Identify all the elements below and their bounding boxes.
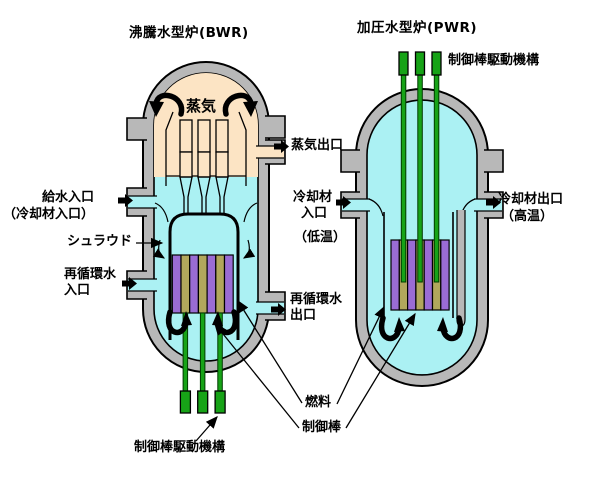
feedwater-guide [154, 202, 169, 223]
coolant-inlet-note: （低温） [294, 230, 347, 245]
pwr-control-rods [398, 51, 442, 283]
bwr-stub-upper-left [126, 117, 147, 141]
fuel-bar [223, 254, 234, 314]
crdm-cap [414, 51, 426, 76]
fuel-bar [423, 239, 434, 311]
bwr-reactor [126, 61, 286, 414]
fuel-bar [390, 239, 400, 311]
flow-label-arrows [118, 140, 501, 316]
fuel-bar [171, 254, 182, 314]
control-rod-pointer-right [345, 312, 416, 429]
fuel-bar [206, 254, 217, 314]
fuel-bar [407, 239, 417, 311]
shroud-wall [168, 212, 240, 340]
feedwater-label-2: （冷却材入口） [3, 207, 95, 222]
coolant-outlet-label: 冷却材出口 [498, 192, 564, 207]
pwr-stub-upper-left [340, 149, 360, 173]
pwr-reactor [340, 51, 504, 387]
recirc-inlet-label-2: 入口 [64, 283, 91, 298]
fuel-label: 燃料 [305, 395, 332, 410]
fuel-bar [440, 239, 450, 311]
bwr-control-rods [179, 312, 226, 414]
feedwater-guide [243, 202, 258, 223]
recirc-inlet-label-1: 再循環水 [64, 267, 117, 282]
bwr-title: 沸騰水型炉(BWR) [129, 25, 249, 41]
bwr-crdm-label: 制御棒駆動機構 [134, 440, 226, 455]
recirc-inlet-arrow-icon [122, 277, 137, 290]
control-rod-pointer-left [214, 322, 300, 429]
pwr-title: 加圧水型炉(PWR) [357, 20, 478, 36]
instrument-tube [456, 210, 466, 327]
bwr-core [171, 254, 234, 314]
steam-outlet-arrow-icon [274, 140, 289, 153]
fuel-pointer-left [237, 299, 303, 404]
crdm-cap [398, 51, 409, 76]
pwr-circulation-arrows [378, 315, 464, 342]
steam-dryer [165, 111, 247, 186]
recirc-outlet-label-1: 再循環水 [290, 292, 343, 307]
recirc-outlet-arrow-icon [271, 303, 286, 316]
steam-label: 蒸気 [186, 97, 217, 115]
pwr-stub-upper-right [484, 149, 504, 173]
coolant-outlet-arrow-icon [486, 196, 501, 209]
fuel-bar [189, 254, 199, 314]
inlet-guide [368, 198, 384, 217]
coolant-inlet-arrow-icon [336, 196, 351, 209]
feedwater-channel [128, 196, 157, 208]
crdm-cap [431, 51, 442, 76]
pwr-crdm-label: 制御棒駆動機構 [448, 53, 540, 68]
shroud-label: シュラウド [67, 234, 133, 249]
coolant-outlet-note: （高温） [501, 209, 554, 224]
recirc-outlet-label-2: 出口 [290, 308, 317, 323]
pointer-lines [136, 237, 416, 442]
control-bar [215, 254, 226, 314]
steam-swirl-arrows [149, 92, 258, 117]
coolant-inlet-label-2: 入口 [301, 206, 328, 221]
feedwater-label-1: 給水入口 [42, 190, 95, 205]
crdm-cap [179, 390, 192, 414]
control-bar [197, 254, 208, 314]
control-rod-label: 制御棒 [302, 420, 342, 435]
crdm-cap [197, 390, 209, 414]
steam-outlet-label: 蒸気出口 [291, 138, 344, 153]
crdm-pointer [195, 416, 218, 442]
feedwater-inlet-arrow-icon [118, 194, 133, 207]
fuel-pointer-right [336, 305, 385, 405]
downcomer-flow-arrow [242, 239, 256, 259]
recirc-inlet-channel [128, 279, 157, 291]
crdm-cap [214, 390, 226, 414]
coolant-inlet-label-1: 冷却材 [293, 190, 333, 205]
control-bar [180, 254, 191, 314]
bwr-stub-upper-right [265, 115, 286, 139]
